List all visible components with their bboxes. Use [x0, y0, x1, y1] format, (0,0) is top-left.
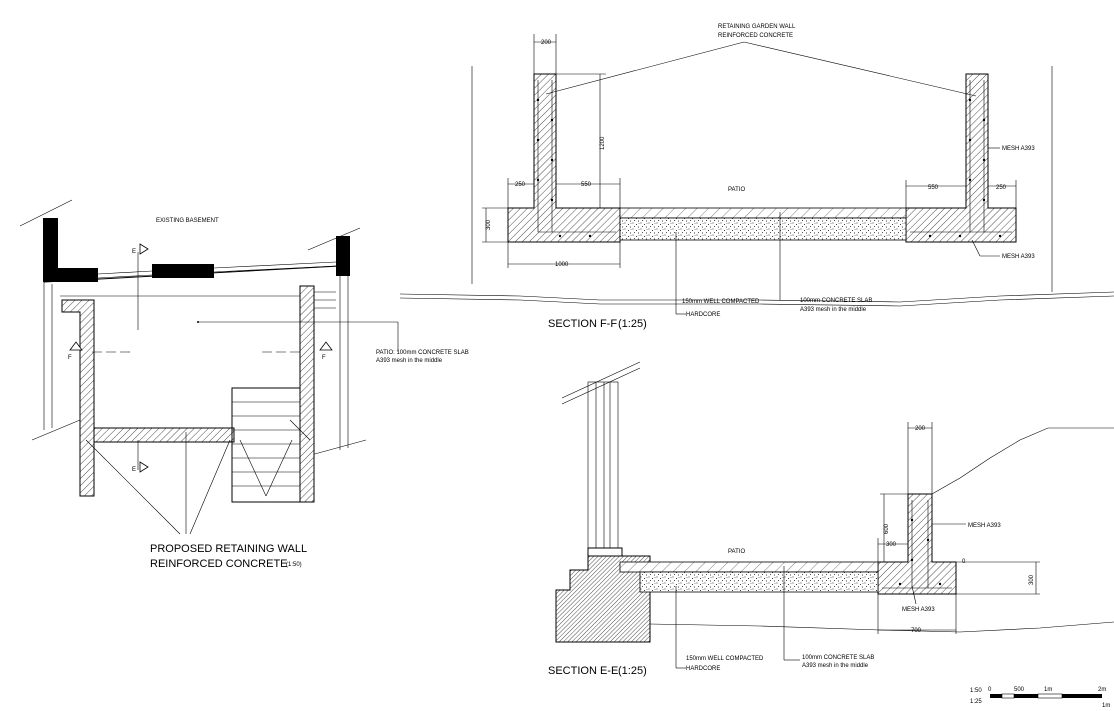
- ff-wall-note-line2: REINFORCED CONCRETE: [718, 33, 793, 39]
- ff-patio-slab: [619, 207, 907, 219]
- scale-tick-1m: 1m: [1044, 687, 1052, 693]
- ff-slab-line1: 100mm CONCRETE SLAB: [800, 298, 872, 304]
- ff-title: SECTION F-F: [548, 318, 617, 330]
- ff-dim-right-toe: 550: [928, 185, 939, 191]
- ee-hardcore-line2: HARDCORE: [686, 666, 720, 672]
- ff-scale: (1:25): [618, 318, 647, 330]
- ee-title: SECTION E-E: [548, 665, 618, 677]
- ee-dim-footing-depth: 300: [1029, 574, 1035, 585]
- plan-view: E E F F EXISTING BASEMENT PATIO: 100mm C…: [19, 199, 469, 570]
- scale-label-1-50: 1:50: [970, 688, 982, 694]
- ff-rebar: [536, 80, 1012, 238]
- ff-dim-wall-height: 1200: [600, 136, 606, 150]
- proposed-wall-left: [61, 299, 95, 497]
- scale-tick-500: 500: [1014, 687, 1025, 693]
- ee-dim-wall-thickness: 200: [915, 426, 926, 432]
- ff-mesh-wall-label: MESH A393: [1002, 146, 1035, 152]
- scale-tick-2m: 2m: [1098, 687, 1106, 693]
- stair: [231, 387, 311, 503]
- ee-dim-wall-height: 600: [884, 523, 890, 534]
- scale-label-1-25: 1:25: [970, 699, 982, 705]
- ff-left-wall: [507, 73, 621, 243]
- ee-slab-line2: A393 mesh in the middle: [802, 663, 869, 669]
- ff-dim-footing-depth: 300: [486, 219, 492, 230]
- ff-patio-label: PATIO: [728, 187, 745, 193]
- proposed-wall-right: [299, 285, 315, 503]
- scale-subtick-1m: 1m: [1102, 703, 1110, 709]
- section-ff: PATIO RETAINING GARDEN WALL REINFORCED C…: [399, 24, 1114, 330]
- proposed-wall-cross: [93, 427, 235, 443]
- existing-wall-left: [43, 218, 98, 282]
- existing-wall-right: [336, 236, 350, 276]
- ff-hardcore-line1: 150mm WELL COMPACTED: [682, 299, 760, 305]
- section-marker-e-top: E: [132, 249, 136, 255]
- ff-dim-wall-thickness: 200: [541, 40, 552, 46]
- patio-note-line1: PATIO: 100mm CONCRETE SLAB: [376, 350, 469, 356]
- ee-mesh-base-label: MESH A393: [902, 607, 935, 613]
- section-marker-e-bottom: E: [132, 467, 136, 473]
- scale-bar: 1:50 1:25 0 500 1m 2m 1m: [970, 687, 1110, 709]
- section-marker-f-left: F: [68, 355, 72, 361]
- ff-hardcore-line2: HARDCORE: [686, 312, 720, 318]
- proposed-wall-label-line2: REINFORCED CONCRETE: [150, 558, 288, 570]
- ff-hardcore: [619, 217, 907, 241]
- ee-dim-footing-width: 700: [911, 628, 922, 634]
- ee-slab-line1: 100mm CONCRETE SLAB: [802, 655, 874, 661]
- ff-right-wall: [905, 73, 1017, 243]
- ff-slab-line2: A393 mesh in the middle: [800, 307, 867, 313]
- ff-dim-right-heel: 250: [996, 185, 1007, 191]
- existing-basement-label: EXISTING BASEMENT: [156, 218, 219, 224]
- ee-scale: (1:25): [618, 665, 647, 677]
- patio-note-line2: A393 mesh in the middle: [376, 358, 443, 364]
- ff-mesh-base-label: MESH A393: [1002, 254, 1035, 260]
- section-marker-f-right: F: [322, 355, 326, 361]
- ff-dim-left-toe: 550: [581, 182, 592, 188]
- ff-dim-footing-width: 1000: [555, 262, 569, 268]
- ff-wall-note-line1: RETAINING GARDEN WALL: [718, 24, 796, 30]
- ee-hardcore-line1: 150mm WELL COMPACTED: [686, 656, 764, 662]
- ee-patio-slab: [619, 561, 879, 573]
- ee-hardcore: [639, 571, 879, 593]
- existing-wall-segment: [152, 264, 214, 278]
- plan-scale: (1:50): [286, 562, 302, 568]
- scale-tick-0: 0: [988, 687, 992, 693]
- ff-dim-left-heel: 250: [515, 182, 526, 188]
- ee-patio-label: PATIO: [728, 549, 745, 555]
- ee-mesh-wall-label: MESH A393: [968, 523, 1001, 529]
- ee-dim-level: 0: [962, 559, 966, 565]
- proposed-wall-label-line1: PROPOSED RETAINING WALL: [150, 543, 307, 555]
- ee-dim-heel: 300: [886, 542, 897, 548]
- section-ee: PATIO 200 600 300 0 300 700 MESH A393 ME…: [548, 361, 1114, 677]
